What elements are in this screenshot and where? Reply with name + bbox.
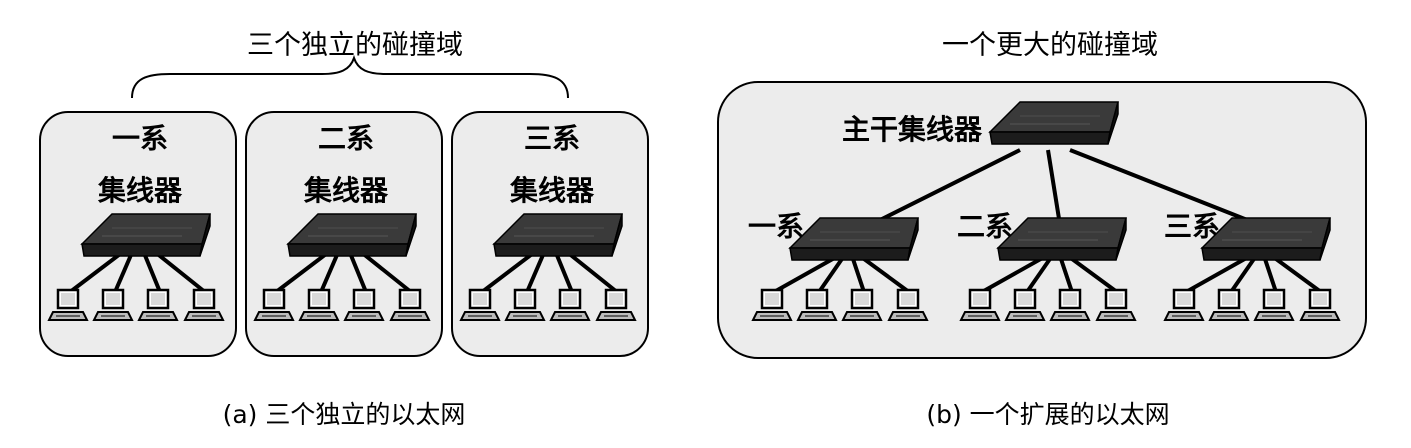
dept-3: 三系	[1163, 210, 1341, 322]
panel-b-caption: (b) 一个扩展的以太网	[926, 400, 1169, 429]
group-3: 三系 集线器	[451, 111, 649, 357]
dept-label: 一系	[112, 122, 168, 155]
dept-label: 一系	[748, 210, 804, 243]
group-1: 一系 集线器	[39, 111, 237, 357]
dept-label: 三系	[1164, 210, 1220, 243]
hub-links	[773, 254, 911, 294]
hub-links	[981, 254, 1119, 294]
hub-label: 集线器	[509, 174, 595, 207]
dept-2: 二系	[957, 210, 1137, 322]
dept-label: 二系	[318, 122, 374, 155]
hub-links	[1185, 254, 1323, 294]
hub-label: 集线器	[97, 174, 183, 207]
dept-1: 一系	[748, 210, 929, 322]
hub-label: 集线器	[303, 174, 389, 207]
dept-label: 三系	[524, 122, 580, 155]
backbone-hub-label: 主干集线器	[842, 113, 983, 146]
dept-label: 二系	[957, 210, 1013, 243]
panel-b: 一个更大的碰撞域 主干集线器 一系 二系	[717, 30, 1367, 429]
backbone-links	[869, 148, 1261, 227]
panel-b-title: 一个更大的碰撞域	[942, 30, 1158, 61]
collision-domain-brace	[131, 54, 569, 99]
panel-a-caption: (a) 三个独立的以太网	[223, 400, 466, 429]
panel-a-title: 三个独立的碰撞域	[247, 30, 463, 61]
panel-a: 三个独立的碰撞域 一系 集线器 二系 集线器	[39, 30, 649, 429]
group-2: 二系 集线器	[245, 111, 443, 357]
